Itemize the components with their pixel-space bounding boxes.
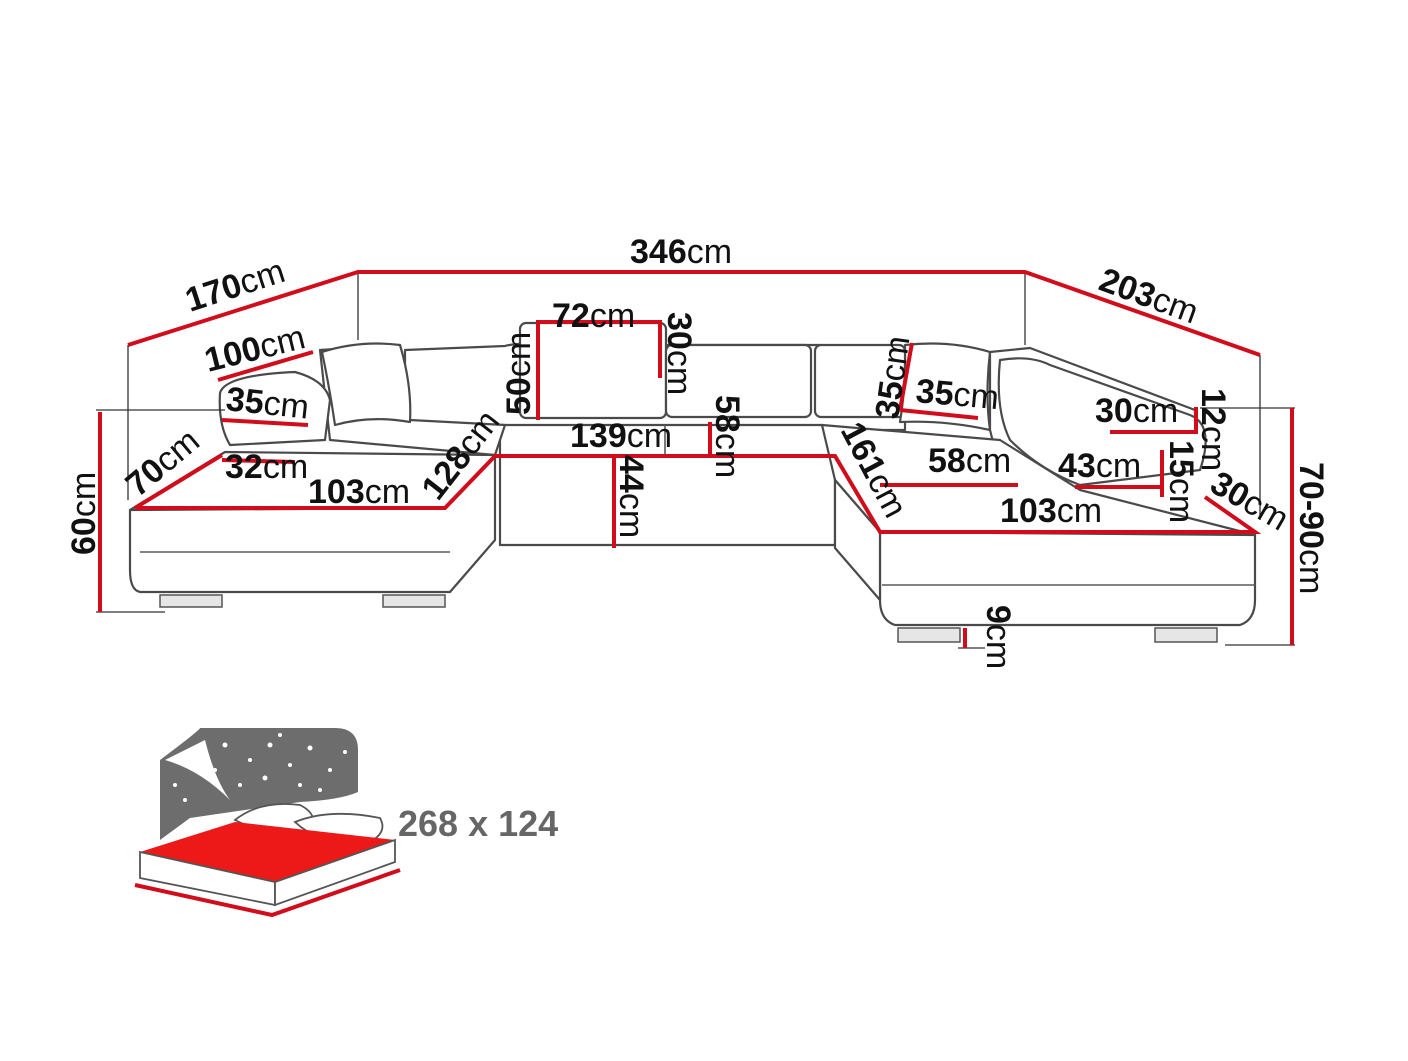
right-chaise-front bbox=[878, 530, 1257, 627]
right-armrest bbox=[997, 357, 1207, 487]
dim-label-43: 43cm bbox=[1058, 447, 1141, 485]
mattress-side bbox=[274, 838, 396, 907]
bed-icon: 268 x 124 bbox=[134, 728, 558, 918]
dim-label-30-headrest: 30cm bbox=[660, 312, 698, 395]
bed-size-arrow bbox=[134, 868, 401, 918]
dim-label-50: 50cm bbox=[500, 332, 538, 415]
dim-label-32: 32cm bbox=[225, 448, 308, 486]
dim-label-35-vertical: 35cm bbox=[868, 333, 917, 421]
leg bbox=[382, 594, 446, 608]
moon-icon bbox=[165, 740, 230, 800]
dim-label-103-left: 103cm bbox=[308, 473, 410, 511]
dim-label-35-left: 35cm bbox=[224, 380, 311, 426]
dim-label-70-90: 70-90cm bbox=[1292, 462, 1330, 594]
dim-label-103-right: 103cm bbox=[1000, 492, 1102, 530]
dim-label-35-right: 35cm bbox=[914, 372, 1000, 417]
dim-label-58-right: 58cm bbox=[928, 442, 1011, 480]
dim-label-139: 139cm bbox=[570, 417, 672, 455]
leg bbox=[159, 594, 223, 608]
leg bbox=[1154, 627, 1218, 643]
dim-label-58-center: 58cm bbox=[708, 395, 746, 478]
left-chaise-front bbox=[128, 453, 497, 594]
dim-label-60: 60cm bbox=[65, 472, 103, 555]
dim-label-9: 9cm bbox=[979, 605, 1017, 669]
leg bbox=[897, 627, 961, 643]
stars-icon bbox=[173, 733, 347, 802]
left-pillow bbox=[320, 342, 412, 427]
mattress-top bbox=[140, 822, 395, 882]
dim-label-12: 12cm bbox=[1194, 388, 1232, 471]
dim-label-30-armrest: 30cm bbox=[1095, 392, 1178, 430]
headrest-center bbox=[664, 343, 813, 419]
dim-label-203: 203cm bbox=[1094, 261, 1203, 332]
dimension-lines bbox=[98, 270, 1294, 648]
night-sky-panel bbox=[160, 728, 358, 840]
dim-label-72: 72cm bbox=[552, 297, 635, 335]
dim-label-15: 15cm bbox=[1162, 440, 1200, 523]
bed-size-label: 268 x 124 bbox=[398, 803, 558, 844]
extension-lines bbox=[96, 272, 1295, 649]
right-chaise-side bbox=[833, 478, 882, 602]
left-armrest bbox=[218, 370, 332, 447]
dim-label-44: 44cm bbox=[612, 455, 650, 538]
dim-label-346: 346cm bbox=[630, 233, 732, 271]
headrest-left bbox=[518, 321, 668, 420]
